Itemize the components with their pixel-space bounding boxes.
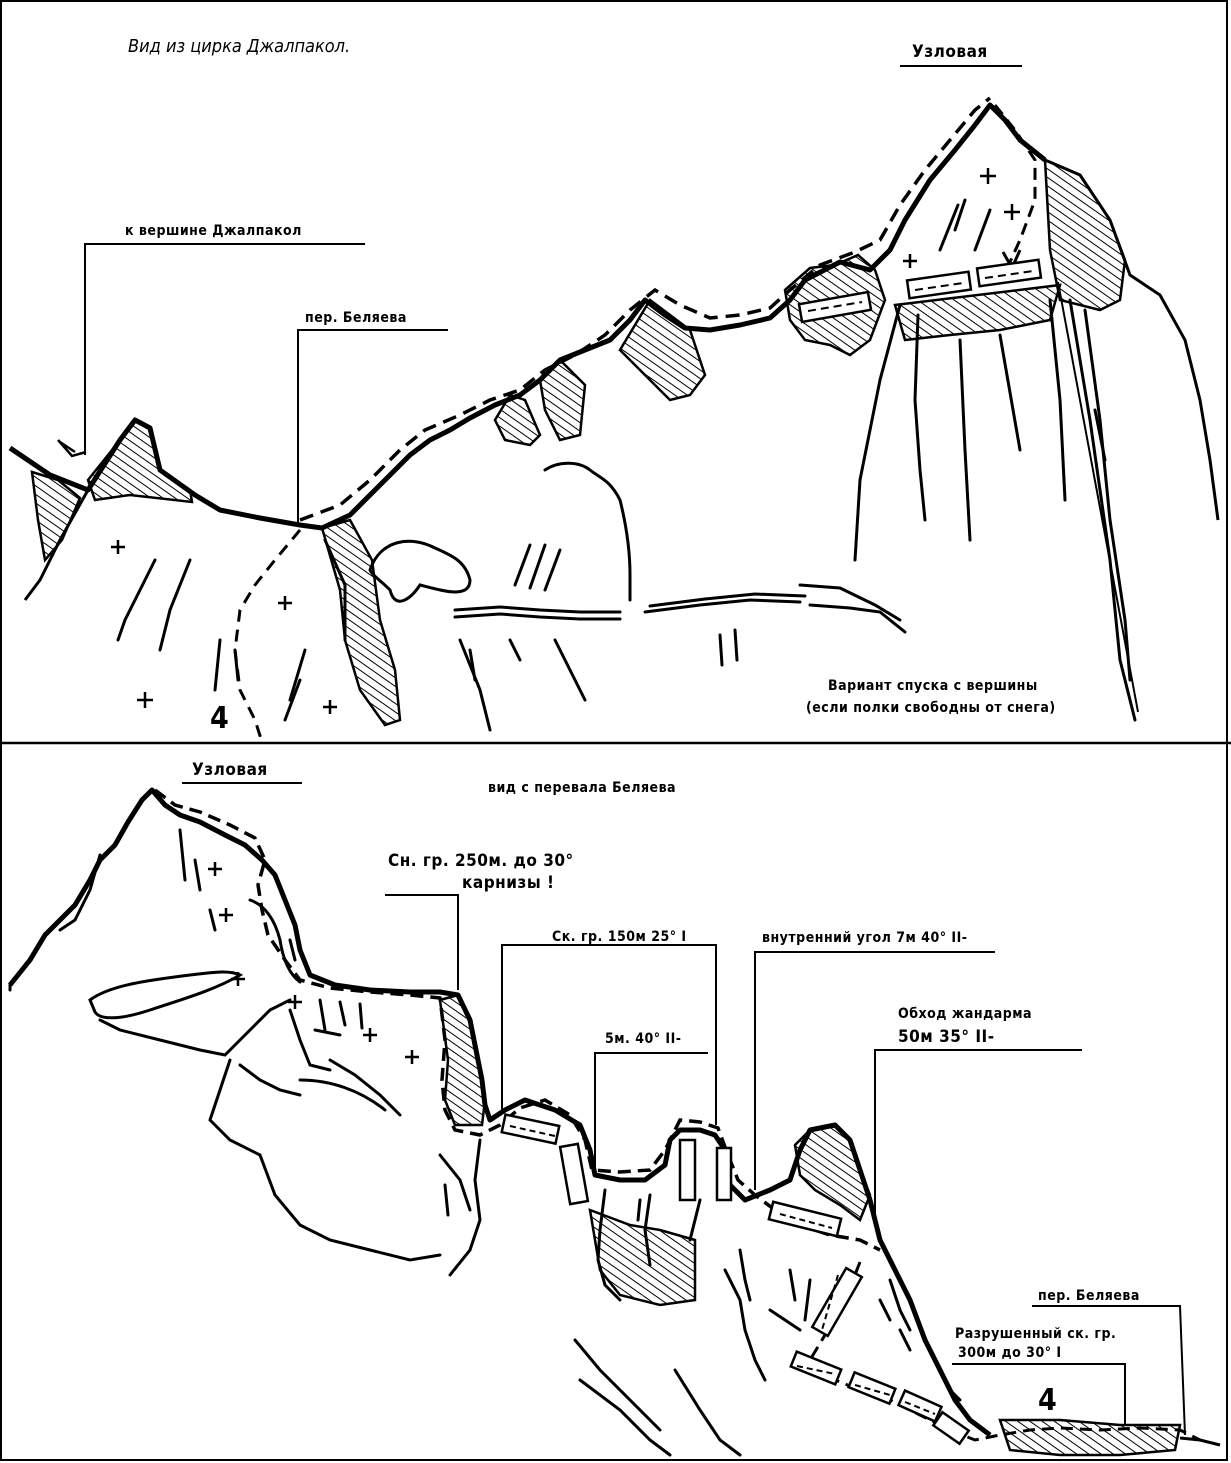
- top-left-flank: [23, 489, 90, 601]
- bottom-ridge-label-2: карнизы !: [462, 873, 554, 893]
- top-descent-label-2: (если полки свободны от снега): [806, 700, 1056, 716]
- top-rock-shadows: [30, 158, 1127, 727]
- bottom-peak-label: Узловая: [192, 760, 268, 780]
- bottom-main-ridge: [8, 787, 992, 1437]
- bottom-panel: Узловая вид с перевала Беляева: [8, 760, 1221, 1457]
- top-main-ridge: [8, 102, 1047, 531]
- bottom-title: вид с перевала Беляева: [488, 780, 676, 796]
- bottom-broken-label-2: 300м до 30° I: [958, 1345, 1062, 1361]
- top-summit-dir-label: к вершине Джалпакол: [125, 223, 302, 239]
- bottom-pass-marker: [1179, 1436, 1221, 1447]
- top-route-dashed: [299, 96, 992, 522]
- bottom-route-dashed: [153, 788, 881, 1252]
- bottom-terrain: [8, 828, 962, 1457]
- top-descent-leader: [1057, 281, 1139, 713]
- bottom-ledges: [500, 1113, 971, 1446]
- top-right-massif: [1044, 158, 1220, 521]
- bottom-gendarme-label-2: 50м 35° II-: [898, 1027, 995, 1047]
- top-descent-label-1: Вариант спуска с вершины: [828, 678, 1038, 694]
- bottom-route-number: 4: [1038, 1383, 1057, 1418]
- top-panel: Вид из цирка Джалпакол. Узловая: [8, 36, 1220, 743]
- top-snow-marks: [111, 168, 1020, 714]
- bottom-pass-label: пер. Беляева: [1038, 1288, 1140, 1304]
- bottom-pass-leader: [1032, 1305, 1186, 1436]
- bottom-corner-leader: [754, 951, 995, 1190]
- top-ledges: [797, 258, 1043, 324]
- top-pass-label: пер. Беляева: [305, 310, 407, 326]
- top-route-number: 4: [210, 701, 229, 736]
- top-terrain: [116, 198, 1137, 732]
- bottom-step-leader: [594, 1052, 708, 1170]
- top-ledge-dashes: [807, 270, 1034, 312]
- top-peak-label: Узловая: [912, 42, 988, 62]
- bottom-broken-label-1: Разрушенный ск. гр.: [955, 1326, 1116, 1342]
- top-approach-dashed: [233, 529, 302, 743]
- bottom-ledge-dashes: [509, 1125, 936, 1415]
- bottom-broken-leader: [952, 1363, 1126, 1425]
- bottom-gendarme-label-1: Обход жандарма: [898, 1006, 1032, 1022]
- bottom-ridge-leader: [385, 894, 459, 990]
- top-summit-leader: [84, 243, 365, 455]
- bottom-gendarme-leader: [874, 1049, 1082, 1225]
- bottom-rock-ridge-leader: [501, 944, 717, 1125]
- top-descent-dashed: [993, 104, 1037, 263]
- bottom-rock-ridge-label: Ск. гр. 150м 25° I: [552, 929, 687, 945]
- bottom-corner-label: внутренний угол 7м 40° II-: [762, 930, 967, 946]
- top-summit-arrow: [57, 439, 87, 458]
- bottom-ridge-label-1: Сн. гр. 250м. до 30°: [388, 851, 574, 871]
- bottom-step-label: 5м. 40° II-: [605, 1031, 682, 1047]
- top-title: Вид из цирка Джалпакол.: [128, 36, 350, 57]
- top-pass-leader: [297, 329, 448, 525]
- bottom-snow-marks: [208, 862, 419, 1064]
